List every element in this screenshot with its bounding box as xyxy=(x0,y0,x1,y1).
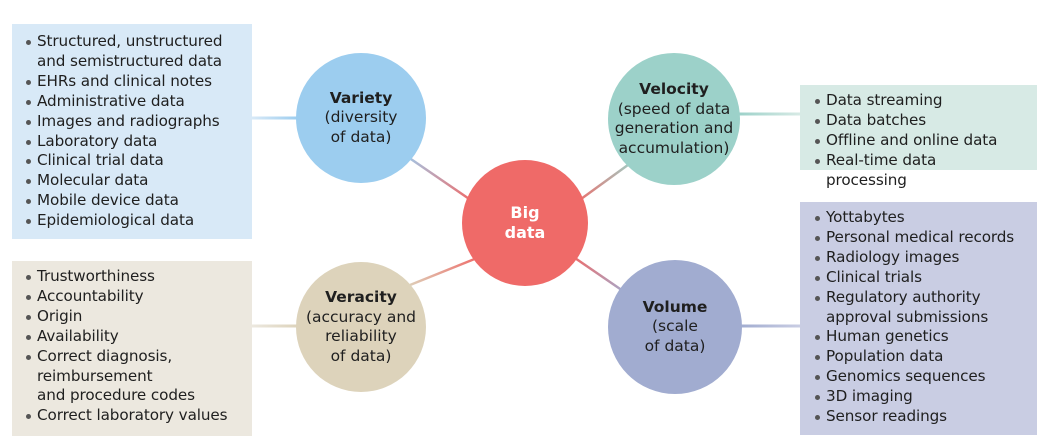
big-data-label: Big data xyxy=(504,203,546,242)
veracity-description: (accuracy and reliability of data) xyxy=(305,307,417,365)
list-item: Clinical trial data xyxy=(24,151,242,171)
velocity-description: (speed of data generation and accumulati… xyxy=(614,99,734,157)
list-item: 3D imaging xyxy=(813,387,1027,407)
volume-circle: Volume (scale of data) xyxy=(608,260,742,394)
list-item: Molecular data xyxy=(24,171,242,191)
volume-title: Volume xyxy=(642,297,708,316)
list-item: Radiology images xyxy=(813,248,1027,268)
list-item: EHRs and clinical notes xyxy=(24,72,242,92)
variety-circle: Variety (diversity of data) xyxy=(296,53,426,183)
connector-variety-center xyxy=(404,153,479,207)
list-item: Personal medical records xyxy=(813,228,1027,248)
list-item: Laboratory data xyxy=(24,132,242,152)
list-item: Data streaming xyxy=(813,91,1027,111)
list-item: Epidemiological data xyxy=(24,211,242,231)
veracity-circle: Veracity (accuracy and reliability of da… xyxy=(296,262,426,392)
variety-list-box: Structured, unstructured and semistructu… xyxy=(12,24,252,239)
list-item: Offline and online data xyxy=(813,131,1027,151)
velocity-circle: Velocity (speed of data generation and a… xyxy=(608,53,740,185)
list-item: Population data xyxy=(813,347,1027,367)
list-item: Origin xyxy=(24,307,242,327)
veracity-title: Veracity xyxy=(325,288,397,306)
list-item: Correct diagnosis, reimbursement and pro… xyxy=(24,347,242,407)
velocity-title: Velocity xyxy=(639,80,709,98)
list-item: Sensor readings xyxy=(813,407,1027,427)
big-data-center-circle: Big data xyxy=(462,160,588,286)
list-item: Regulatory authority approval submission… xyxy=(813,288,1027,328)
variety-title: Variety xyxy=(329,88,393,107)
list-item: Mobile device data xyxy=(24,191,242,211)
list-item: Human genetics xyxy=(813,327,1027,347)
list-item: Images and radiographs xyxy=(24,112,242,132)
list-item: Real-time data processing xyxy=(813,151,1027,191)
list-item: Availability xyxy=(24,327,242,347)
connector-volume-center xyxy=(571,254,627,295)
list-item: Correct laboratory values xyxy=(24,406,242,426)
list-item: Yottabytes xyxy=(813,208,1027,228)
list-item: Data batches xyxy=(813,111,1027,131)
list-item: Administrative data xyxy=(24,92,242,112)
list-item: Trustworthiness xyxy=(24,267,242,287)
list-item: Accountability xyxy=(24,287,242,307)
list-item: Clinical trials xyxy=(813,268,1027,288)
connector-veracity-center xyxy=(409,254,483,287)
list-item: Genomics sequences xyxy=(813,367,1027,387)
variety-description: (diversity of data) xyxy=(324,108,398,146)
volume-description: (scale of data) xyxy=(644,317,706,355)
list-item: Structured, unstructured and semistructu… xyxy=(24,32,242,72)
variety-list: Structured, unstructured and semistructu… xyxy=(24,32,242,231)
